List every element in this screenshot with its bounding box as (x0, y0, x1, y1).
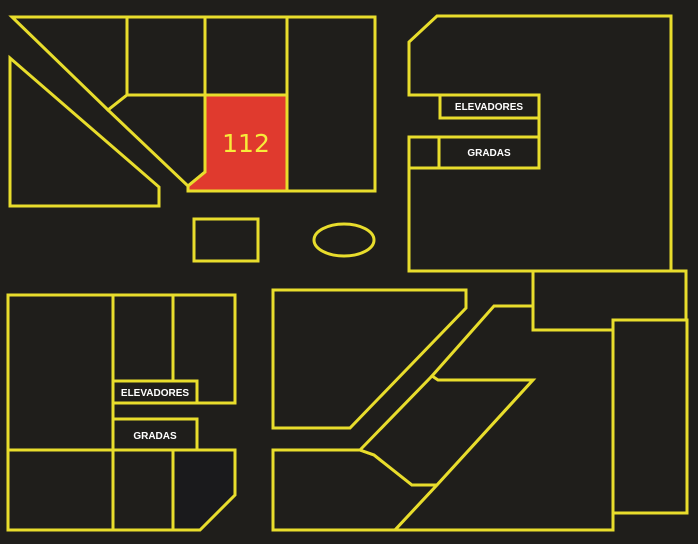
room-bottom-left-upper-mid[interactable] (111, 293, 175, 383)
room-top-left-a[interactable] (125, 15, 207, 97)
room-bottom-right-upper-left[interactable] (271, 288, 468, 430)
room-bottom-left-large[interactable] (6, 293, 115, 452)
fountain-ellipse[interactable] (312, 222, 376, 258)
room-bottom-right-tall[interactable] (611, 318, 689, 515)
block-bottom-left: ELEVADORES GRADAS (6, 293, 237, 532)
room-bottom-left-lower-mid[interactable] (111, 448, 175, 532)
elevators-label-bottom: ELEVADORES (121, 388, 189, 399)
room-top-left-c[interactable] (285, 15, 377, 193)
kiosk-rectangle[interactable] (192, 217, 260, 263)
block-bottom-right (271, 269, 689, 532)
elevators-box-bottom[interactable] (111, 379, 199, 405)
room-112[interactable] (186, 93, 289, 193)
elevators-label-top: ELEVADORES (455, 102, 523, 113)
block-top-left: 112 (8, 15, 377, 208)
block-top-right: ELEVADORES GRADAS (407, 14, 673, 273)
room-top-right-small-square[interactable] (407, 135, 441, 170)
elevators-box-top[interactable] (438, 93, 541, 120)
room-112-number: 112 (222, 129, 270, 158)
stairs-label-top: GRADAS (467, 148, 511, 159)
room-top-left-b[interactable] (203, 15, 289, 97)
room-bottom-left-lower-left[interactable] (6, 448, 115, 532)
stairs-box-top[interactable] (437, 135, 541, 170)
stairs-box-bottom[interactable] (111, 417, 199, 452)
room-bottom-left-lower-right[interactable] (171, 448, 237, 532)
stairs-label-bottom: GRADAS (133, 431, 177, 442)
room-top-left-triangle[interactable] (8, 54, 161, 208)
